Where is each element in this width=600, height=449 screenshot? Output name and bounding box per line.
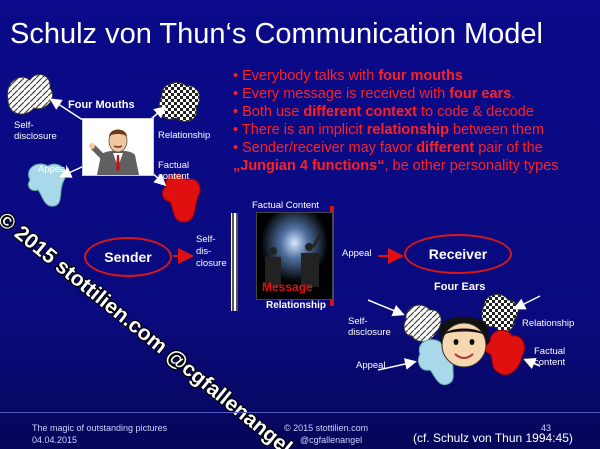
footer-center-line2: @cgfallenangel xyxy=(300,435,363,445)
ear-relationship-label: Relationship xyxy=(522,318,575,329)
bullet-item: „Jungian 4 functions“, be other personal… xyxy=(233,158,559,174)
ear-appeal-label: Appeal xyxy=(356,360,386,371)
footer-left-line1: The magic of outstanding pictures xyxy=(32,423,168,433)
message-wall xyxy=(231,213,238,311)
mouth-relationship-label: Relationship xyxy=(158,130,211,141)
footer-divider xyxy=(0,412,600,413)
receiver-face xyxy=(441,322,487,368)
relationship-bubble xyxy=(158,81,201,123)
center-factual-content-label: Factual Content xyxy=(252,200,320,211)
four-mouths-heading: Four Mouths xyxy=(68,99,135,111)
bullet-list: • Everybody talks with four mouths • Eve… xyxy=(233,67,600,175)
ear-self-disclosure-label: Self- disclosure xyxy=(348,316,391,338)
receiver-node: Receiver xyxy=(404,234,512,274)
footer-left-line2: 04.04.2015 xyxy=(32,435,78,445)
mouth-appeal-label: Appeal xyxy=(38,164,68,175)
bullet-item: • Both use different context to code & d… xyxy=(233,104,534,120)
speaker-illustration xyxy=(82,118,154,176)
ear-self-disclosure-bubble xyxy=(403,304,442,342)
message-label: Message xyxy=(262,280,313,294)
footer-center-line1: © 2015 stottilien.com xyxy=(284,423,369,433)
bullet-item: • Every message is received with four ea… xyxy=(233,86,516,102)
page-number: 43 xyxy=(541,423,552,433)
center-appeal-label: Appeal xyxy=(342,248,372,259)
message-illustration xyxy=(256,212,333,300)
ear-factual-content-label: Factual content xyxy=(534,346,566,368)
center-self-disclosure-label: Self- dis- closure xyxy=(196,234,227,269)
ear-relationship-bubble xyxy=(481,293,519,333)
bullet-item: • Everybody talks with four mouths xyxy=(233,68,463,84)
sender-node: Sender xyxy=(84,237,172,277)
slide-title: Schulz von Thun‘s Communication Model xyxy=(10,18,544,50)
mouth-self-disclosure-label: Self- disclosure xyxy=(14,120,57,142)
bullet-item: • There is an implicit relationship betw… xyxy=(233,122,545,138)
mouth-factual-content-label: Factual content xyxy=(158,160,190,182)
bullet-item: • Sender/receiver may favor different pa… xyxy=(233,140,543,156)
center-relationship-label: Relationship xyxy=(266,300,327,311)
self-disclosure-bubble xyxy=(6,73,54,115)
citation: (cf. Schulz von Thun 1994:45) xyxy=(413,431,573,445)
four-ears-heading: Four Ears xyxy=(434,281,486,293)
factual-content-bubble xyxy=(162,173,201,223)
appeal-bubble xyxy=(27,163,66,207)
ear-factual-content-bubble xyxy=(485,329,525,376)
